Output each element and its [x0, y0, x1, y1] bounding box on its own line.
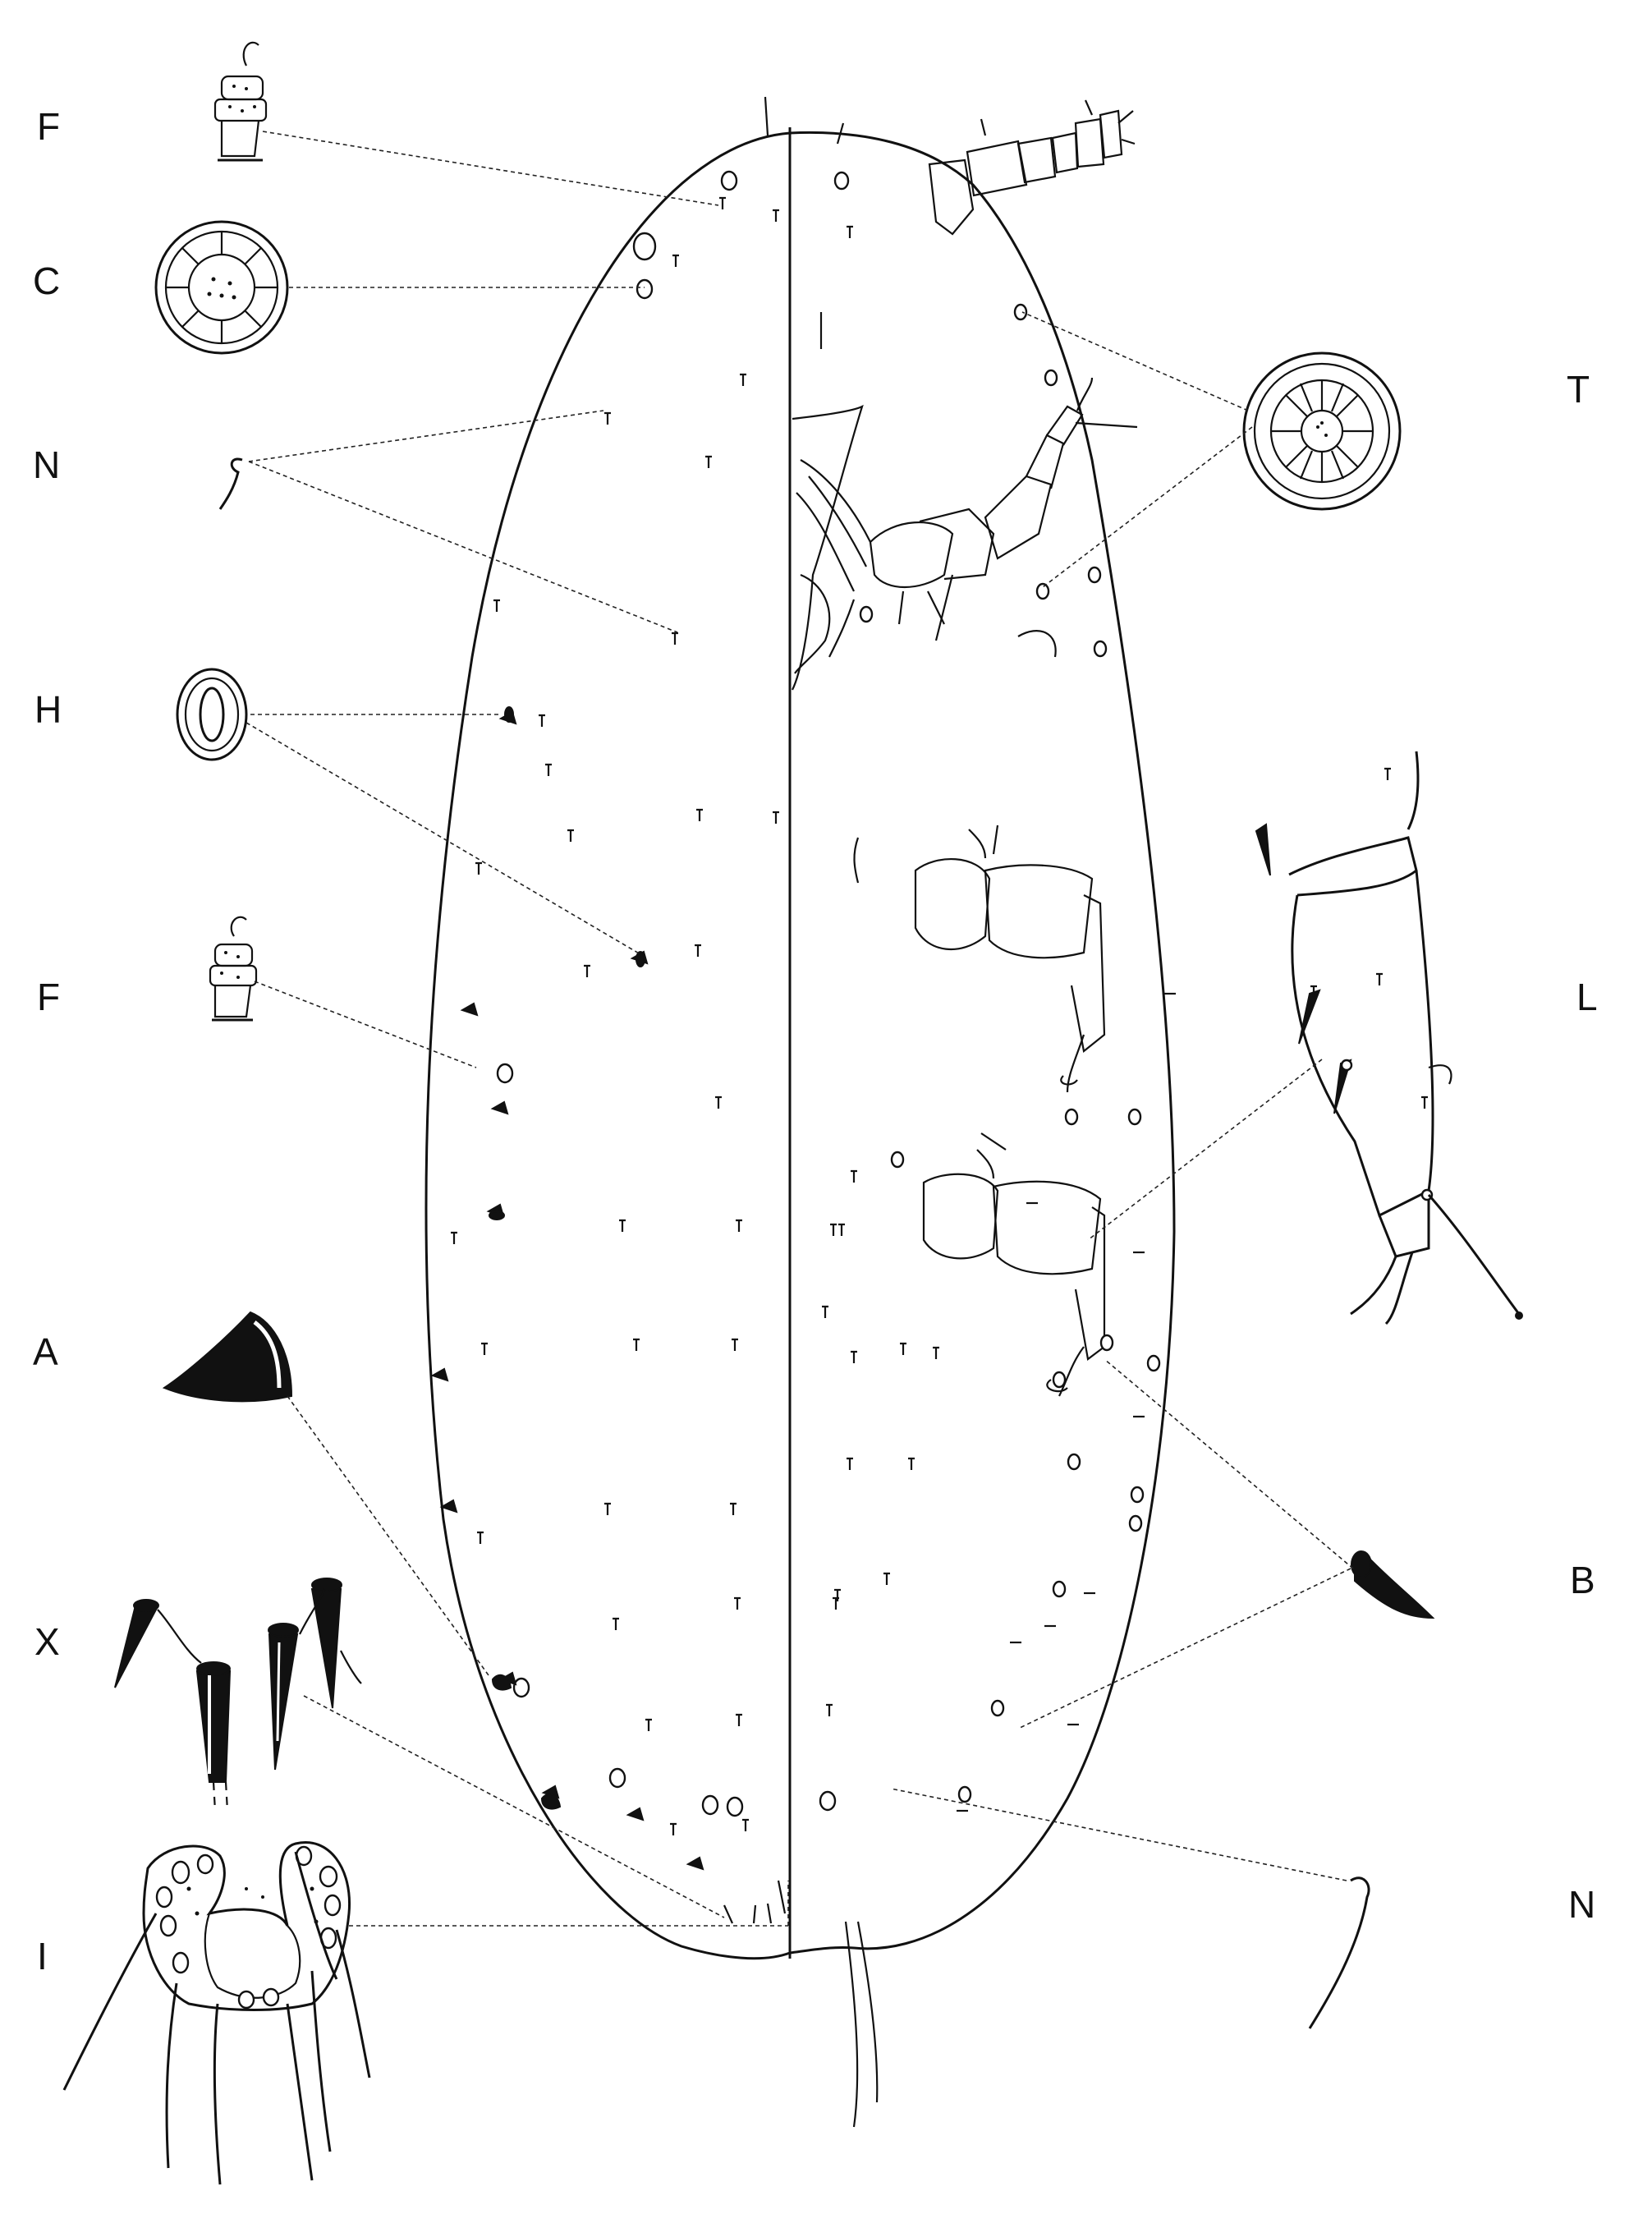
- label-X: X: [34, 1620, 60, 1663]
- front-leg-coxa: [869, 521, 954, 588]
- antenna-segment-2: [966, 140, 1028, 197]
- leader-H-2: [246, 722, 641, 955]
- label-N-left: N: [33, 443, 60, 486]
- label-A: A: [33, 1330, 58, 1373]
- label-F-mid: F: [37, 976, 60, 1018]
- anal-lobe-setae: [723, 1880, 879, 2128]
- label-T: T: [1567, 368, 1590, 411]
- detail-A-conical-seta: [162, 1311, 293, 1403]
- detail-F-mid-duct: [209, 916, 258, 1022]
- antenna-segment-4: [1051, 131, 1079, 174]
- right-labels: T L B N: [1567, 368, 1598, 1926]
- label-B: B: [1570, 1559, 1595, 1601]
- clypeus: [794, 573, 831, 674]
- label-F-top: F: [37, 105, 60, 148]
- antenna-hair: [1084, 99, 1094, 116]
- label-H: H: [34, 688, 62, 731]
- leader-N-left-1: [248, 410, 604, 462]
- leader-N-right: [890, 1788, 1347, 1881]
- front-leg-trochanter: [919, 508, 995, 581]
- leader-F-mid: [254, 981, 477, 1068]
- dorsal-pores: [496, 170, 837, 1817]
- leader-T-1: [1021, 311, 1249, 411]
- antenna-segment-6: [1099, 109, 1123, 159]
- labium-outline: [792, 404, 864, 691]
- detail-F-top-duct: [213, 41, 268, 162]
- detail-H-oval-pore: [176, 668, 248, 761]
- leader-X: [303, 1695, 725, 1918]
- body-outline-left-half: [424, 131, 791, 1960]
- ventral-setae: [819, 225, 1176, 1812]
- label-C: C: [33, 260, 60, 302]
- mid-leg-femur: [984, 864, 1094, 959]
- antenna-segment-1: [928, 158, 975, 236]
- detail-N-left-seta: [218, 457, 243, 510]
- left-labels: F C N H F A X I: [33, 105, 62, 1977]
- front-leg-tarsus: [1046, 405, 1084, 446]
- leader-T-2: [1042, 426, 1253, 588]
- mid-leg-tarsus: [1066, 1034, 1085, 1093]
- front-leg-tibia: [1026, 434, 1065, 489]
- antenna-segment-3: [1016, 136, 1057, 184]
- front-leg-femur: [984, 475, 1053, 560]
- leader-B-1: [1104, 1358, 1354, 1569]
- detail-C-disc-pore: [154, 220, 289, 355]
- front-leg: [828, 377, 1138, 658]
- ventral-hook: [1017, 630, 1057, 658]
- leader-lines: [246, 131, 1354, 1927]
- antenna-hair: [980, 118, 987, 136]
- hind-leg-coxa: [922, 1173, 999, 1260]
- leader-F-top: [262, 131, 719, 206]
- mouthparts: [792, 404, 871, 691]
- leader-L: [1087, 1059, 1323, 1241]
- cerarius-black: [636, 951, 645, 967]
- front-leg-claw: [1076, 377, 1094, 411]
- cerarius-black: [504, 706, 514, 723]
- ventral-pores: [833, 171, 1161, 1803]
- front-leg-seta: [1075, 421, 1138, 429]
- cerarius-triangle: [491, 1674, 512, 1691]
- detail-X-setae-group: [114, 1578, 362, 1812]
- mid-leg-coxa: [914, 857, 991, 951]
- body-outline: [424, 96, 1176, 1960]
- cerarius-triangle: [540, 1793, 562, 1810]
- body-outline-right-half: [789, 131, 1176, 1955]
- head-bristle: [836, 122, 845, 145]
- hind-leg-tarsus: [1058, 1346, 1085, 1397]
- marginal-cerarii: [430, 706, 704, 1871]
- label-N-right: N: [1568, 1883, 1595, 1926]
- hind-leg-tibia: [1074, 1206, 1106, 1361]
- leader-A: [287, 1395, 489, 1676]
- antenna: [928, 99, 1136, 236]
- hind-leg-claw: [1046, 1379, 1068, 1393]
- detail-B-conical-seta: [1351, 1550, 1435, 1619]
- mid-leg: [914, 825, 1106, 1093]
- hind-leg: [922, 1132, 1106, 1397]
- detail-N-right-seta: [1308, 1876, 1370, 2029]
- dorsal-setae: [451, 196, 779, 1835]
- label-L: L: [1576, 976, 1598, 1018]
- head-bristle: [764, 96, 769, 136]
- detail-L-hind-leg: [1255, 751, 1523, 1325]
- mid-leg-tibia: [1070, 894, 1106, 1054]
- detail-T-disc-pore: [1242, 351, 1402, 511]
- cerarius-black: [489, 1210, 505, 1220]
- label-I: I: [37, 1935, 48, 1977]
- leader-N-left-2: [248, 461, 678, 633]
- leader-B-2: [1017, 1568, 1351, 1729]
- antenna-hair: [1121, 138, 1136, 145]
- antenna-segment-5: [1074, 117, 1105, 168]
- mid-leg-claw: [1060, 1075, 1078, 1086]
- hind-leg-femur: [992, 1180, 1102, 1275]
- detail-I-anal-ring: [62, 1841, 371, 2185]
- antenna-hair: [1117, 110, 1134, 124]
